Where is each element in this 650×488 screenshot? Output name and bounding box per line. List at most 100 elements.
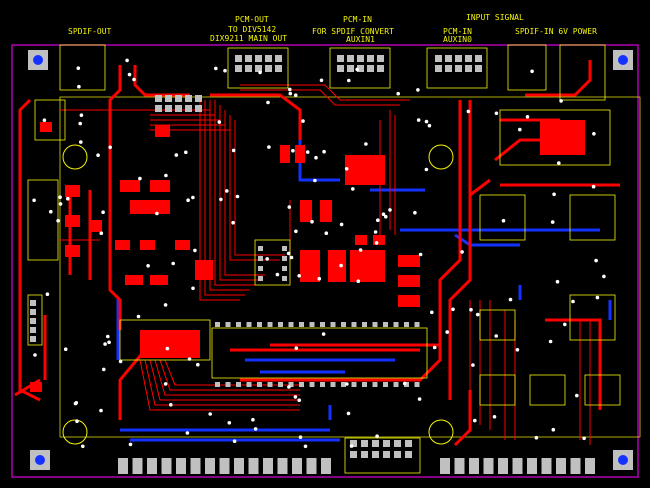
edge-finger <box>527 458 537 474</box>
via-dot-icon <box>227 421 232 425</box>
via-dot-icon <box>317 276 322 281</box>
via-dot-icon <box>346 411 351 416</box>
ic-pin <box>215 322 220 327</box>
ic-pin <box>414 382 420 387</box>
through-hole-pads <box>30 55 482 458</box>
via-dot-icon <box>288 91 293 96</box>
header-pin <box>275 55 282 62</box>
header-pin <box>377 55 384 62</box>
edge-finger <box>132 458 143 474</box>
edge-finger <box>190 458 201 474</box>
pin-header-left <box>27 294 43 346</box>
via-dot-icon <box>471 363 475 367</box>
ic-pin <box>309 382 315 387</box>
edge-finger <box>234 458 244 474</box>
via-dot-icon <box>416 88 420 92</box>
ic-pin <box>278 382 283 387</box>
via-dot-icon <box>591 184 596 189</box>
via-dot-icon <box>77 84 81 89</box>
header-pin <box>255 55 262 62</box>
spdif-in-jack <box>507 44 547 91</box>
via-dot-icon <box>187 357 192 361</box>
via-dot-icon <box>373 230 378 234</box>
ic-pin <box>215 382 220 387</box>
via-dot-icon <box>118 359 123 364</box>
silkscreen-outlines <box>27 44 621 474</box>
header-pin <box>195 105 202 112</box>
via-dot-icon <box>231 148 236 153</box>
via-dot-icon <box>165 346 170 351</box>
header-pin <box>30 327 36 333</box>
ic-pin <box>341 322 346 327</box>
ic-pin <box>309 322 315 327</box>
via-dot-icon <box>534 435 539 440</box>
via-dot-icon <box>548 339 553 344</box>
via-dot-icon <box>289 255 294 260</box>
via-dot-icon <box>356 279 361 284</box>
via-dot-icon <box>303 444 308 449</box>
via-dot-icon <box>494 334 499 338</box>
ic-pin <box>330 322 336 327</box>
via-dot-icon <box>430 310 434 315</box>
main-ic <box>119 319 211 361</box>
via-dot-icon <box>314 155 318 160</box>
header-pin <box>435 65 442 72</box>
via-dot-icon <box>592 132 596 136</box>
via-dot-icon <box>427 123 432 128</box>
edge-finger <box>483 458 494 474</box>
via-dot-icon <box>63 347 68 352</box>
ic-pin <box>288 322 294 327</box>
via-dot-icon <box>324 231 329 235</box>
via-dot-icon <box>33 353 37 357</box>
via-dot-icon <box>193 248 197 253</box>
via-dot-icon <box>344 167 349 171</box>
via-dot-icon <box>298 435 303 440</box>
ic-pin <box>383 382 388 387</box>
via-dot-icon <box>582 436 586 441</box>
via-dot-icon <box>381 212 386 216</box>
edge-finger <box>541 458 552 474</box>
label-auxin1: AUXIN1 <box>346 35 375 44</box>
via-dot-icon <box>595 295 600 300</box>
via-dot-icon <box>286 251 291 256</box>
via-dot-icon <box>475 312 480 317</box>
ic-pin <box>246 382 252 387</box>
dip-pin <box>282 266 287 271</box>
ic-pin <box>404 382 409 387</box>
via-dot-icon <box>571 299 575 304</box>
edge-finger <box>263 458 273 474</box>
via-dot-icon <box>79 113 84 117</box>
edge-finger <box>161 458 172 474</box>
via-dot-icon <box>301 119 305 123</box>
via-dot-icon <box>530 69 534 74</box>
label-dix-main-out: DIX9211 MAIN OUT <box>210 34 287 43</box>
via-dot-icon <box>127 72 132 77</box>
edge-finger <box>277 458 288 474</box>
via-dot-icon <box>374 241 379 245</box>
via-dot-icon <box>310 219 314 224</box>
ic-pin <box>404 322 409 327</box>
via-dot-icon <box>291 148 295 153</box>
edge-connector <box>118 458 595 474</box>
via-dot-icon <box>138 176 142 181</box>
vias <box>32 58 606 449</box>
via-dot-icon <box>294 346 299 351</box>
label-pcm-out: PCM-OUT <box>235 15 269 24</box>
header-pin <box>372 440 379 447</box>
silk-hole-ring <box>62 144 88 170</box>
ic-pin <box>236 382 241 387</box>
via-dot-icon <box>418 252 423 257</box>
via-dot-icon <box>163 382 168 386</box>
optical-receiver-2 <box>569 194 616 241</box>
header-pin <box>30 318 36 324</box>
label-input-signal: INPUT SIGNAL <box>466 13 524 22</box>
ic-pin <box>299 382 304 387</box>
via-dot-icon <box>73 401 78 406</box>
via-dot-icon <box>375 434 379 439</box>
via-dot-icon <box>602 274 606 279</box>
via-dot-icon <box>132 77 136 82</box>
header-pin <box>337 55 344 62</box>
left-transformer <box>34 99 66 141</box>
header-pin <box>394 451 401 458</box>
header-pin <box>357 65 364 72</box>
